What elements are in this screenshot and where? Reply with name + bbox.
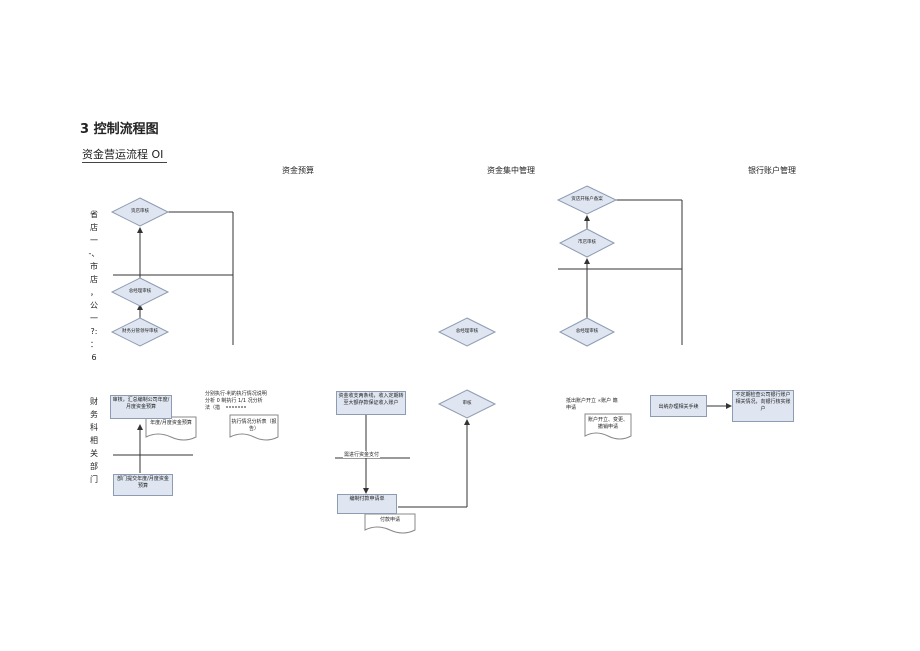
lane-char: 市 bbox=[90, 262, 98, 271]
decision-diamond bbox=[110, 317, 170, 347]
decision-label: 总经理审核 bbox=[575, 329, 599, 334]
document-label: 执行情况分析表（报告） bbox=[231, 419, 277, 432]
decision-diamond bbox=[110, 197, 170, 227]
lane-char: 店 bbox=[90, 275, 98, 284]
process-box: 出纳办理相关手续 bbox=[650, 395, 707, 417]
lane-char: 省 bbox=[90, 210, 98, 219]
decision-diamond bbox=[558, 317, 616, 347]
document-shape bbox=[145, 416, 197, 441]
decision-diamond bbox=[556, 185, 618, 215]
bank-arrows bbox=[584, 215, 732, 409]
decision-label: 资店审核 bbox=[131, 209, 149, 214]
lane-char: 公 bbox=[90, 301, 98, 310]
process-box: 审核，汇总编制公司年度/月度资金预算 bbox=[110, 395, 172, 419]
annotation-text: 抵出账户开立 ∝账户 籍申请 bbox=[566, 398, 618, 411]
annotation-text: 分别执行-利的执行情况说明分析 0 制执行 1/1 况分析法（措 bbox=[205, 391, 267, 411]
decision-label: 总经理审核 bbox=[128, 289, 152, 294]
lane-char: 部 bbox=[90, 462, 98, 471]
lane-label-bottom: 财 务 科 相 关 部 门 bbox=[88, 395, 100, 486]
decision-label: 总经理审核 bbox=[455, 329, 479, 334]
decision-label: 审核 bbox=[462, 401, 472, 406]
decision-label: 市店审核 bbox=[578, 240, 596, 245]
lane-label-top: 省 店 一 -、 市 店 ， 公 一 ?: ： 6 bbox=[88, 208, 100, 364]
document-label: 年度/月度资金预算 bbox=[150, 420, 192, 426]
lane-char: ， bbox=[90, 288, 98, 297]
lane-char: ?: bbox=[90, 327, 98, 336]
lane-char: 财 bbox=[90, 397, 98, 406]
decision-diamond bbox=[437, 389, 497, 419]
decision-label: 资店开账户备案 bbox=[571, 197, 603, 202]
flow-label: 需进行资金支付 bbox=[343, 451, 381, 458]
document-label: 付款申请 bbox=[379, 517, 400, 523]
bank-lane-lines bbox=[558, 199, 683, 345]
document-shape bbox=[584, 413, 632, 440]
lane-char: 6 bbox=[91, 353, 97, 362]
decision-diamond bbox=[558, 228, 616, 258]
lane-char: ： bbox=[90, 340, 98, 349]
lane-char: 务 bbox=[90, 410, 98, 419]
lane-char: 科 bbox=[90, 423, 98, 432]
lane-char: 门 bbox=[90, 475, 98, 484]
column-header-bank-account: 银行账户管理 bbox=[748, 166, 796, 175]
lane-char: 店 bbox=[90, 223, 98, 232]
process-box: 编制付款申请单 bbox=[337, 494, 397, 514]
column-header-centralized: 资金集中管理 bbox=[487, 166, 535, 175]
lane-char: 一 bbox=[90, 314, 98, 323]
budget-lane-lines bbox=[113, 211, 234, 456]
decision-label: 财务分管领导审核 bbox=[122, 329, 158, 334]
lane-char: -、 bbox=[88, 249, 100, 258]
process-box: 资金收支两条线，收入定期转至大额存款保证收入账户 bbox=[336, 391, 406, 415]
lane-char: 相 bbox=[90, 436, 98, 445]
flowchart-title: 资金营运流程 OI bbox=[82, 146, 168, 163]
column-header-budget: 资金预算 bbox=[282, 166, 314, 175]
lane-char: 一 bbox=[90, 236, 98, 245]
document-label: 账户开立、变更、撤销申请 bbox=[587, 417, 628, 430]
process-box: 部门提交年度/月度资金预算 bbox=[113, 474, 173, 496]
lane-char: 关 bbox=[90, 449, 98, 458]
decision-diamond bbox=[110, 277, 170, 307]
document-shape bbox=[229, 414, 279, 441]
process-box: 不定期检查公司银行账户相关情况，向银行核实账户 bbox=[732, 390, 794, 422]
decision-diamond bbox=[437, 317, 497, 347]
document-shape bbox=[364, 513, 416, 534]
page-title: 3 控制流程图 bbox=[80, 122, 159, 137]
